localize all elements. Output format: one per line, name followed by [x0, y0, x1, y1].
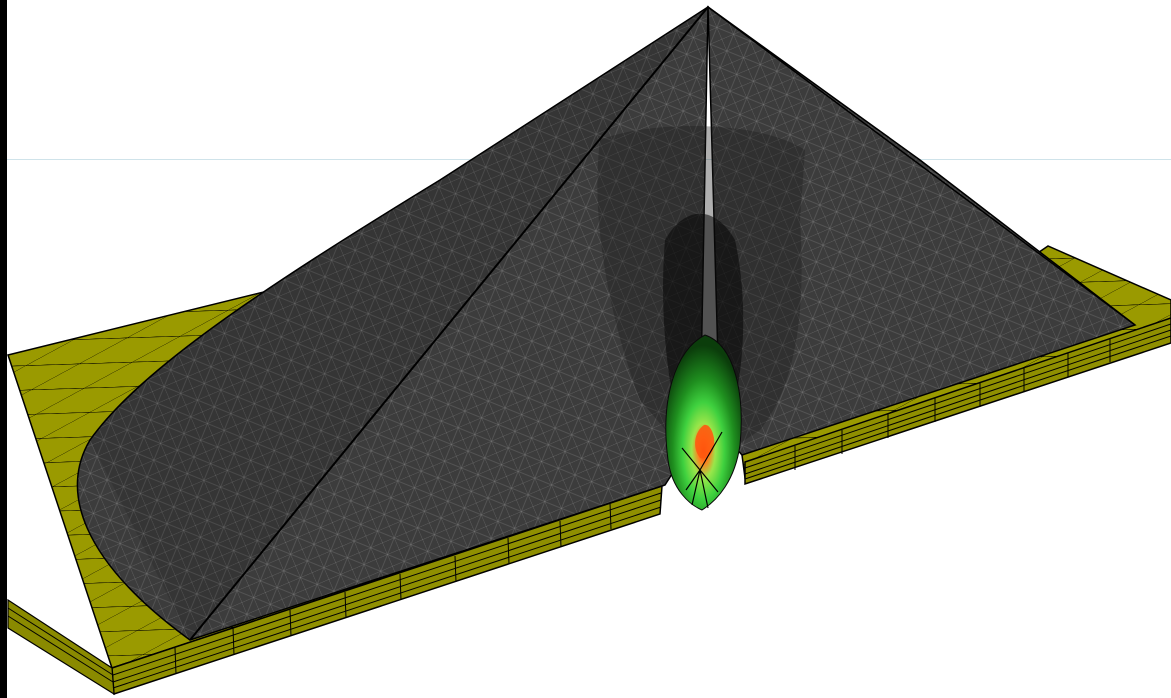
viewport-left-border	[0, 0, 7, 698]
cone-left-shade	[90, 7, 708, 640]
cone-ridge-line	[189, 6, 709, 641]
right-plate-layer-lines	[744, 323, 1171, 480]
left-plate-segment-lines	[174, 502, 612, 675]
plume-spikes	[681, 431, 723, 509]
cone-left-half	[76, 5, 709, 641]
left-plate-left-face	[7, 598, 115, 696]
plume-contour	[665, 334, 742, 511]
cone-top-edge-line	[707, 6, 1136, 326]
cone-body	[76, 5, 1137, 641]
right-plate-segment-lines	[794, 338, 1111, 470]
left-plate-layer-lines	[7, 492, 662, 689]
plume-outer	[665, 334, 742, 511]
plume-inner-core	[695, 424, 715, 459]
